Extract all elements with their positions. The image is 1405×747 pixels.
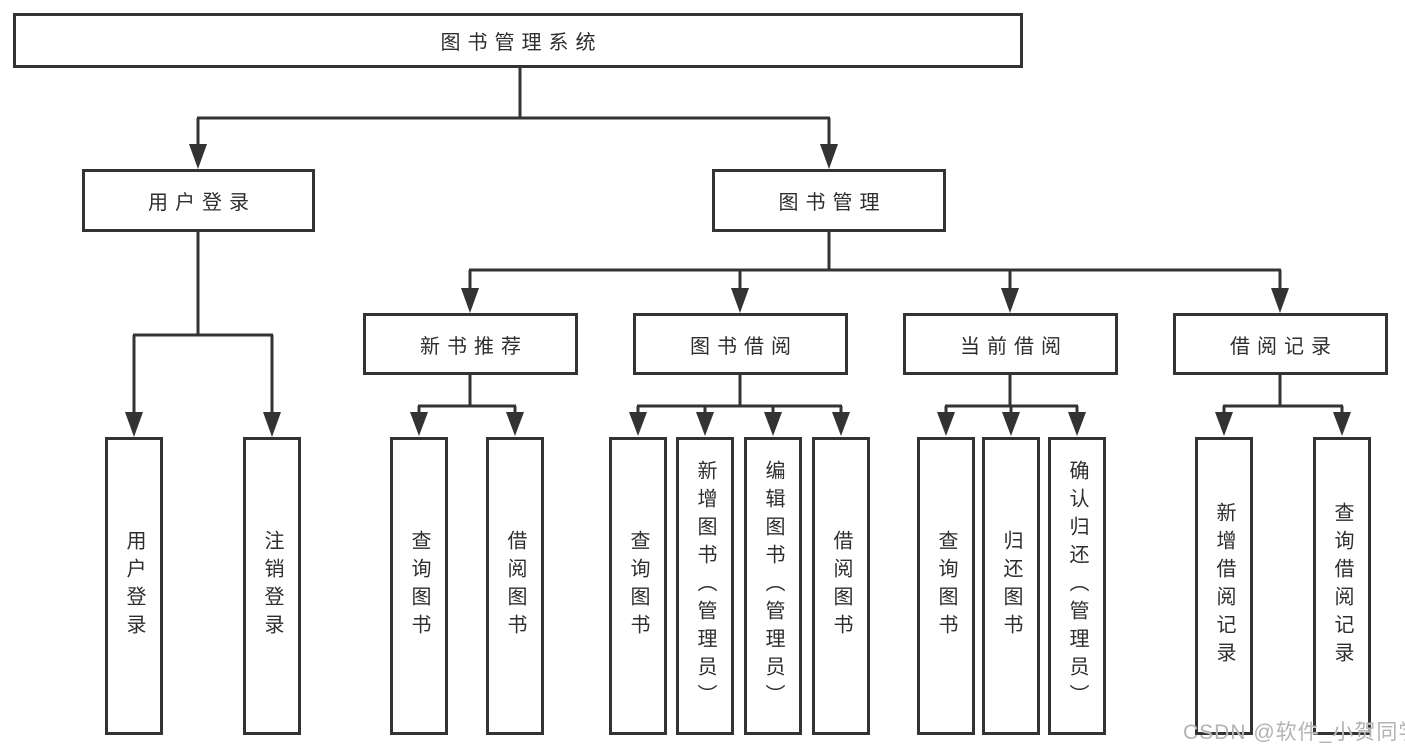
node-leaf-query-books-1: 查询图书 [390, 437, 448, 735]
node-leaf-query-borrow-record: 查询借阅记录 [1313, 437, 1371, 735]
node-book-management: 图书管理 [712, 169, 946, 232]
node-book-borrowing: 图书借阅 [633, 313, 848, 375]
node-borrowing-records: 借阅记录 [1173, 313, 1388, 375]
node-leaf-borrow-books-2: 借阅图书 [812, 437, 870, 735]
node-leaf-query-books-2: 查询图书 [609, 437, 667, 735]
node-leaf-logout: 注销登录 [243, 437, 301, 735]
node-leaf-add-borrow-record: 新增借阅记录 [1195, 437, 1253, 735]
node-leaf-borrow-books-1: 借阅图书 [486, 437, 544, 735]
node-leaf-confirm-return-admin: 确认归还（管理员） [1048, 437, 1106, 735]
node-new-book-recommendation: 新书推荐 [363, 313, 578, 375]
node-leaf-return-books: 归还图书 [982, 437, 1040, 735]
watermark: CSDN @软件_小贺同学 [1183, 721, 1405, 744]
node-leaf-edit-books-admin: 编辑图书（管理员） [744, 437, 802, 735]
node-leaf-user-login: 用户登录 [105, 437, 163, 735]
node-current-borrowing: 当前借阅 [903, 313, 1118, 375]
node-user-login: 用户登录 [82, 169, 315, 232]
node-leaf-add-books-admin: 新增图书（管理员） [676, 437, 734, 735]
node-library-management-system: 图书管理系统 [13, 13, 1023, 68]
node-leaf-query-books-3: 查询图书 [917, 437, 975, 735]
